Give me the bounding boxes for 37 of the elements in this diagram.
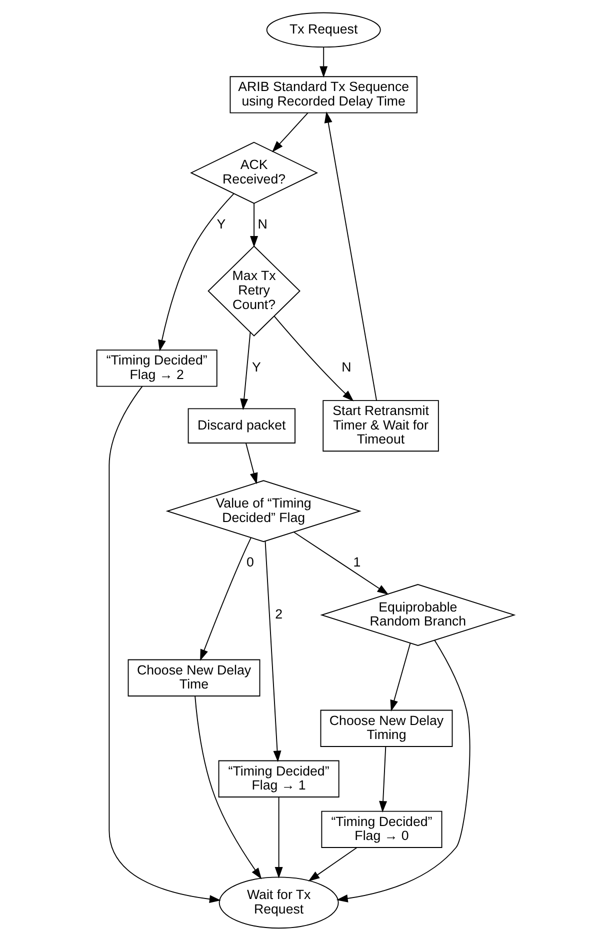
edge-label: 0 xyxy=(246,554,254,570)
arrow xyxy=(294,532,389,595)
edge-label: Y xyxy=(216,216,226,232)
node-box: Discard packet xyxy=(188,408,296,444)
arrow xyxy=(272,112,308,152)
arrow xyxy=(250,202,258,248)
node-diamond: Value of “Timing Decided” Flag xyxy=(166,480,362,542)
arrow xyxy=(194,696,262,880)
arrow xyxy=(108,386,221,904)
edge-label: N xyxy=(258,216,268,232)
node-box: Choose New Delay Time xyxy=(128,659,260,696)
node-box: Choose New Delay Timing xyxy=(320,710,453,747)
node-box: Start Retransmit Timer & Wait for Timeout xyxy=(322,400,439,452)
node-box: “Timing Decided” Flag → 2 xyxy=(96,350,218,387)
edge-label: Y xyxy=(252,360,261,375)
arrow xyxy=(390,642,411,712)
node-box: “Timing Decided” Flag → 1 xyxy=(218,760,340,798)
arrow xyxy=(320,46,328,78)
arrow xyxy=(200,537,252,661)
arrow xyxy=(240,332,251,410)
arrow xyxy=(274,316,354,402)
edge-label: 2 xyxy=(275,606,283,622)
arrow xyxy=(379,746,388,812)
arrow xyxy=(264,540,282,762)
node-ellipse: Tx Request xyxy=(266,12,381,48)
arrow xyxy=(336,640,470,902)
node-ellipse: Wait for Tx Request xyxy=(218,876,339,929)
arrow xyxy=(308,847,358,882)
arrow xyxy=(324,111,378,401)
arrow xyxy=(158,193,234,352)
node-box: ARIB Standard Tx Sequence using Recorded Delay Time xyxy=(230,76,418,114)
node-box: “Timing Decided” Flag → 0 xyxy=(321,810,442,848)
arrow xyxy=(246,442,258,484)
arrow xyxy=(274,796,283,878)
edge-label: 1 xyxy=(353,554,361,570)
edge-label: N xyxy=(342,360,352,375)
node-diamond: Max Tx Retry Count? xyxy=(208,246,300,336)
